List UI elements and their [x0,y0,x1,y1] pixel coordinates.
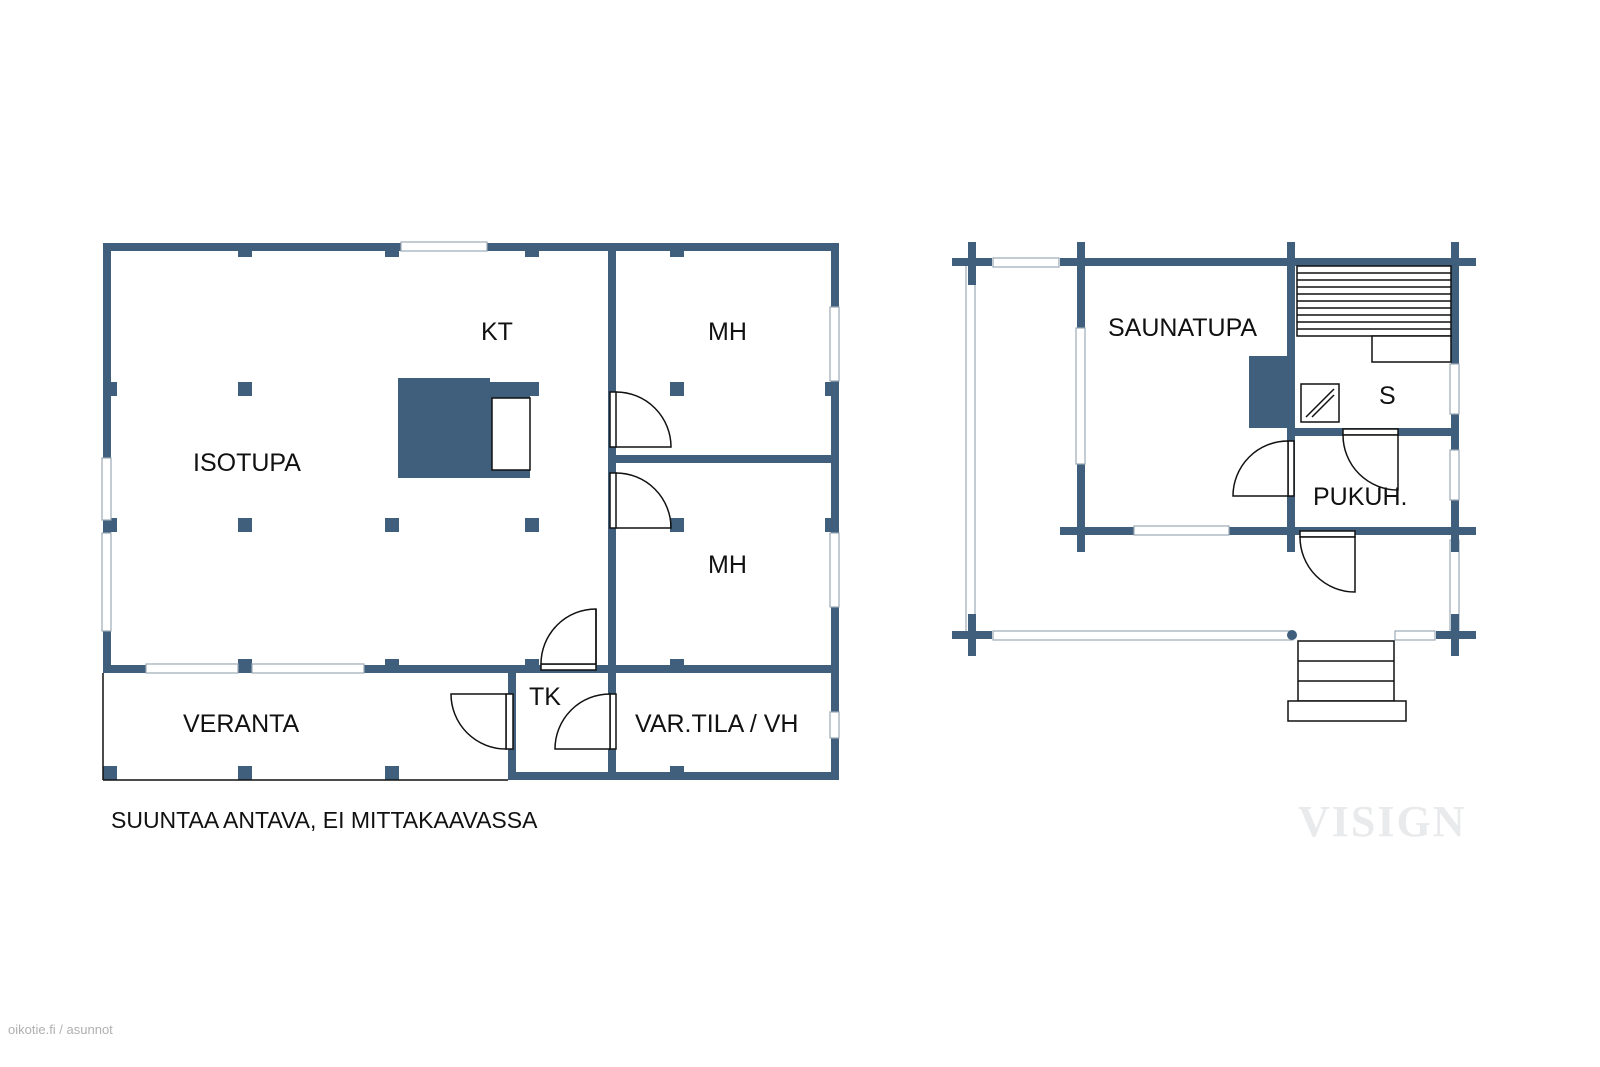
room-label-pukuh: PUKUH. [1313,483,1407,511]
windows-main [101,241,840,739]
sauna-wall-bottom [1060,527,1476,535]
room-label-tk: TK [529,683,561,711]
sauna-wall-interior [1287,242,1295,552]
wall-right [831,243,839,780]
fireplace [398,378,490,478]
sauna-benches [1296,265,1452,423]
room-label-mh-top: MH [708,318,747,346]
sauna-stove [1249,356,1289,428]
room-label-kt: KT [481,318,513,346]
room-label-mh-bottom: MH [708,551,747,579]
entrance-steps [1287,640,1407,722]
room-label-sauna: S [1379,382,1396,410]
visign-watermark: VISIGN [1298,797,1467,846]
room-label-var-tila: VAR.TILA / VH [635,710,798,738]
veranta-outline [102,673,508,781]
room-label-saunatupa: SAUNATUPA [1108,314,1257,342]
main-building [103,243,839,780]
source-watermark: oikotie.fi / asunnot [8,1022,113,1037]
stove-top [491,397,531,471]
wall-mid-horizontal [103,665,839,673]
scale-note: SUUNTAA ANTAVA, EI MITTAKAAVASSA [111,807,538,833]
sauna-wall-top [1060,258,1476,266]
doors-main [450,391,672,750]
wall-mh-divider [608,455,839,463]
windows-sauna [1075,327,1460,536]
room-label-isotupa: ISOTUPA [193,449,301,477]
doors-sauna [1232,428,1399,593]
room-label-veranta: VERANTA [183,710,300,738]
